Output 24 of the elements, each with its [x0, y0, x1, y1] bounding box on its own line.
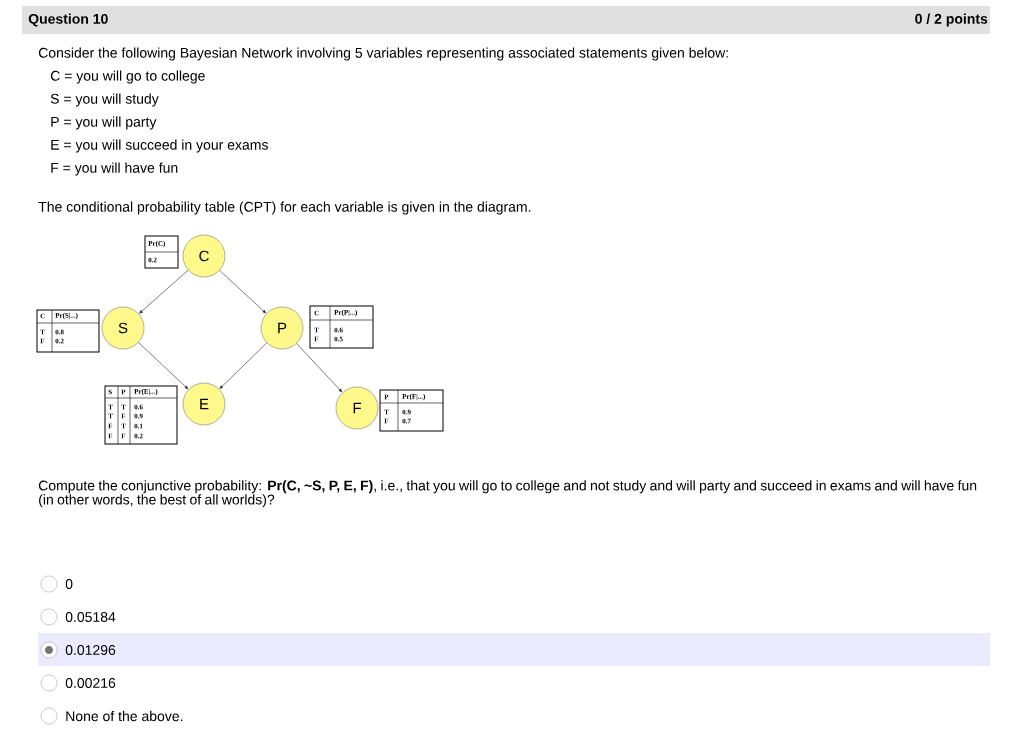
answer-option: None of the above. — [66, 710, 183, 722]
variable-node: E — [182, 382, 226, 426]
variable-node: P — [260, 306, 304, 350]
variable-node: S — [101, 306, 145, 350]
answer-option: 0 — [65, 579, 73, 589]
answer-option: 0.00216 — [65, 678, 116, 688]
arrow — [296, 343, 343, 393]
question-text: Consider the following Bayesian Network involving 5 variables representing associated statements given below: — [38, 47, 728, 61]
definition-text: S = you will study — [50, 93, 159, 107]
variable-node: C — [182, 234, 226, 278]
definition-text: P = you will party — [51, 116, 157, 130]
arrow — [138, 342, 189, 390]
definition-text: F = you will have fun — [51, 162, 178, 176]
question-title: Question 10 — [28, 13, 108, 27]
arrow — [219, 270, 267, 314]
answer-option: 0.05184 — [65, 612, 116, 622]
answer-option: 0.01296 — [65, 645, 116, 655]
variable-node: F — [335, 386, 379, 430]
score: 0 / 2 points — [915, 13, 988, 27]
arrow — [139, 269, 189, 314]
arrow — [219, 342, 268, 389]
definition-text: C = you will go to college — [50, 70, 205, 84]
definition-text: E = you will succeed in your exams — [51, 139, 268, 153]
question-text: Compute the conjunctive probability: Pr(C, ~S, P, E, F), i.e., that you will go to college and not study and will party and succeed in exams and will have fun (in other words, the best of all worlds)? — [38, 480, 977, 508]
